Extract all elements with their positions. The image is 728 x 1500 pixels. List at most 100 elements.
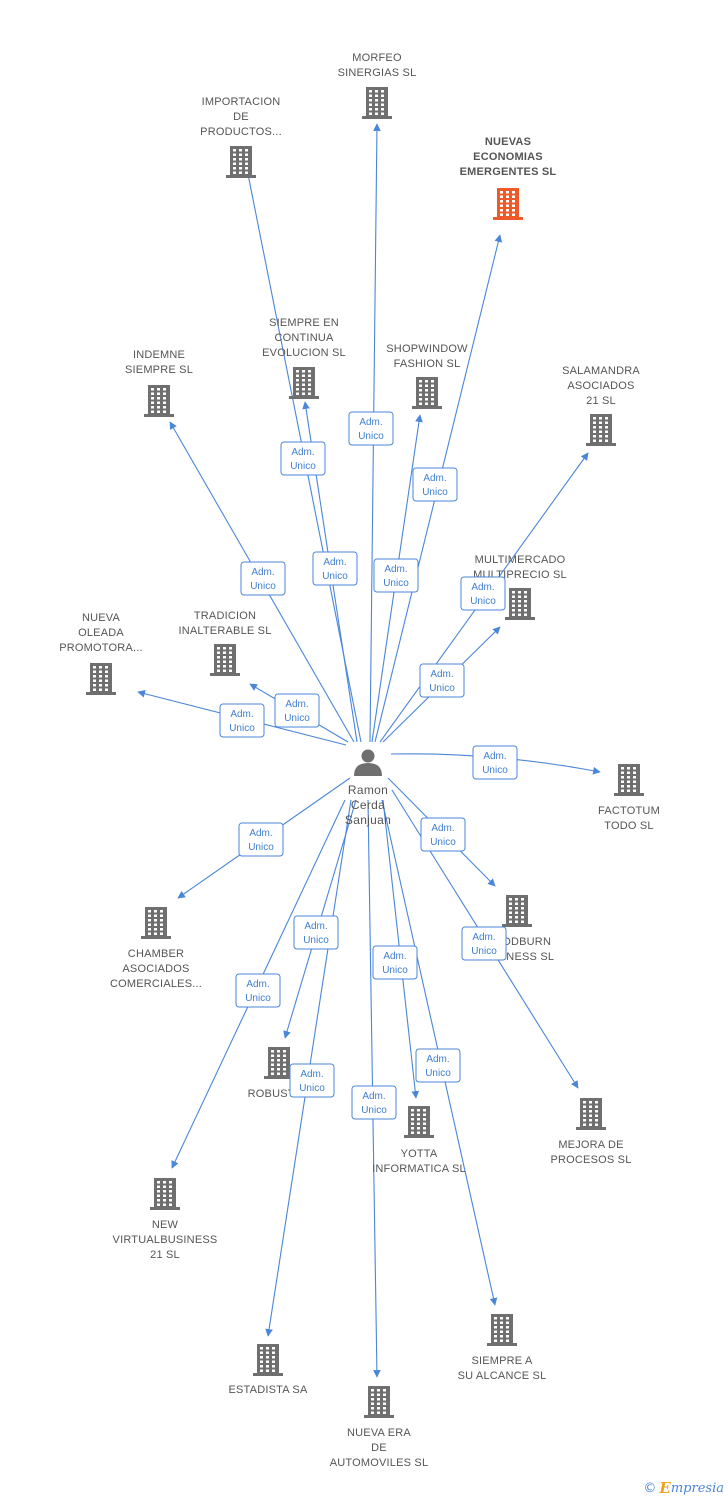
badge-text-line: Unico — [245, 993, 271, 1004]
relation-badge[interactable]: Adm.Unico — [351, 1085, 397, 1120]
building-base — [505, 617, 535, 620]
building-window — [621, 771, 624, 774]
building-window — [272, 1351, 275, 1354]
company-label-line: SHOPWINDOW — [386, 343, 468, 355]
badge-box — [412, 467, 458, 502]
building-window — [369, 99, 372, 102]
relation-badge[interactable]: Adm.Unico — [373, 558, 419, 593]
relation-badge[interactable]: Adm.Unico — [238, 822, 284, 857]
building-window — [627, 776, 630, 779]
relation-badge[interactable]: Adm.Unico — [415, 1048, 461, 1083]
building-window — [419, 402, 422, 405]
relation-badge[interactable]: Adm.Unico — [348, 411, 394, 446]
building-window — [512, 204, 515, 207]
building-base — [150, 1207, 180, 1210]
company-node-chamber[interactable]: CHAMBERASOCIADOSCOMERCIALES... — [110, 907, 202, 990]
badge-text-line: Adm. — [430, 669, 453, 680]
building-window — [521, 902, 524, 905]
building-window — [223, 651, 226, 654]
building-window — [383, 1402, 386, 1405]
relation-badge[interactable]: Adm.Unico — [293, 915, 339, 950]
building-window — [157, 1194, 160, 1197]
building-window — [411, 1127, 414, 1130]
relation-badge[interactable]: Adm.Unico — [274, 693, 320, 728]
building-window — [93, 670, 96, 673]
building-window — [515, 907, 518, 910]
badge-box — [351, 1085, 397, 1120]
relation-badge[interactable]: Adm.Unico — [472, 745, 518, 780]
company-node-nueva-oleada[interactable]: NUEVAOLEADAPROMOTORA... — [59, 612, 143, 695]
building-base — [364, 1415, 394, 1418]
building-window — [583, 1119, 586, 1122]
building-window — [163, 1199, 166, 1202]
building-icon — [362, 87, 392, 119]
building-window — [512, 191, 515, 194]
company-node-estadista[interactable]: ESTADISTA SA — [228, 1344, 308, 1396]
building-window — [163, 410, 166, 413]
building-window — [308, 388, 311, 391]
building-window — [154, 910, 157, 913]
company-label-line: NUEVA — [82, 612, 121, 624]
building-window — [369, 108, 372, 111]
company-node-siempre-alcance[interactable]: SIEMPRE ASU ALCANCE SL — [458, 1314, 547, 1382]
relation-badge[interactable]: Adm.Unico — [312, 551, 358, 586]
relation-badge[interactable]: Adm.Unico — [419, 663, 465, 698]
building-window — [157, 1181, 160, 1184]
building-window — [500, 1330, 503, 1333]
relation-badge[interactable]: Adm.Unico — [240, 561, 286, 596]
relation-badge[interactable]: Adm.Unico — [289, 1063, 335, 1098]
building-window — [377, 1393, 380, 1396]
building-window — [377, 1402, 380, 1405]
relation-badge[interactable]: Adm.Unico — [412, 467, 458, 502]
building-window — [506, 1321, 509, 1324]
building-window — [419, 384, 422, 387]
badge-text-line: Unico — [303, 935, 329, 946]
building-window — [381, 112, 384, 115]
building-window — [371, 1389, 374, 1392]
company-node-importacion[interactable]: IMPORTACIONDEPRODUCTOS... — [200, 96, 282, 178]
relation-badge[interactable]: Adm.Unico — [461, 926, 507, 961]
building-window — [524, 591, 527, 594]
building-window — [271, 1068, 274, 1071]
company-label-line: TODO SL — [604, 820, 654, 832]
relation-badge[interactable]: Adm.Unico — [372, 945, 418, 980]
relation-badge[interactable]: Adm.Unico — [219, 703, 265, 738]
relation-badge[interactable]: Adm.Unico — [280, 441, 326, 476]
building-window — [383, 1389, 386, 1392]
building-window — [500, 191, 503, 194]
badge-text-line: Adm. — [359, 417, 382, 428]
building-window — [163, 392, 166, 395]
relation-badge[interactable]: Adm.Unico — [460, 576, 506, 611]
building-icon — [614, 764, 644, 796]
badge-text-line: Unico — [248, 842, 274, 853]
relation-badge[interactable]: Adm.Unico — [235, 973, 281, 1008]
company-label-line: NUEVA ERA — [347, 1427, 411, 1439]
building-window — [506, 1339, 509, 1342]
building-window — [506, 1335, 509, 1338]
building-window — [589, 1105, 592, 1108]
building-window — [509, 907, 512, 910]
brand-logo-text: mpresia — [670, 1480, 724, 1496]
building-window — [417, 1109, 420, 1112]
relation-badge[interactable]: Adm.Unico — [420, 817, 466, 852]
badge-text-line: Adm. — [323, 557, 346, 568]
building-window — [425, 393, 428, 396]
building-window — [417, 1131, 420, 1134]
badge-text-line: Adm. — [300, 1069, 323, 1080]
building-window — [589, 1123, 592, 1126]
company-label-line: ASOCIADOS — [567, 380, 634, 392]
